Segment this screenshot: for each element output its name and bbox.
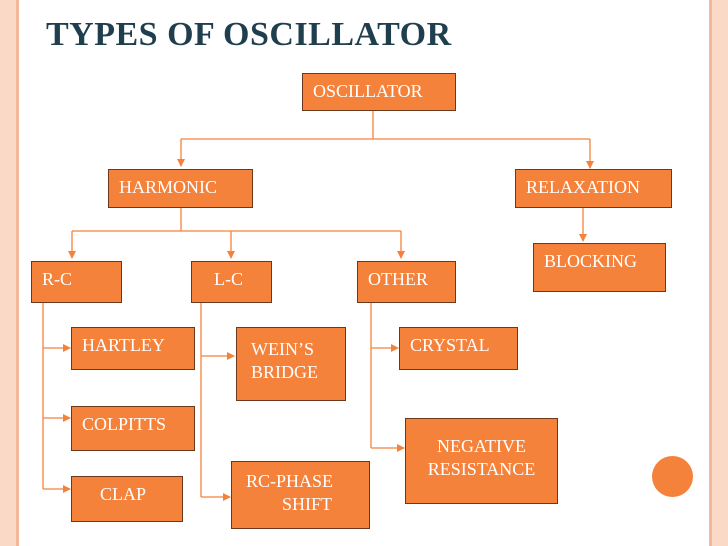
node-negres-line2: RESISTANCE bbox=[427, 459, 536, 479]
node-blocking: BLOCKING bbox=[533, 243, 666, 292]
node-other: OTHER bbox=[357, 261, 456, 303]
node-other-label: OTHER bbox=[368, 269, 428, 289]
node-weins-line1: WEIN’S bbox=[251, 339, 314, 359]
node-rc: R-C bbox=[31, 261, 122, 303]
node-relaxation-label: RELAXATION bbox=[526, 177, 640, 197]
node-colpitts: COLPITTS bbox=[71, 406, 195, 451]
node-oscillator: OSCILLATOR bbox=[302, 73, 456, 111]
node-harmonic-label: HARMONIC bbox=[119, 177, 218, 197]
node-negative-resistance: NEGATIVE RESISTANCE bbox=[405, 418, 558, 504]
node-negres-line1: NEGATIVE bbox=[437, 436, 526, 456]
node-crystal-label: CRYSTAL bbox=[410, 335, 490, 355]
node-clap: CLAP bbox=[71, 476, 183, 522]
node-crystal: CRYSTAL bbox=[399, 327, 518, 370]
slide-title: TYPES OF OSCILLATOR bbox=[46, 16, 452, 53]
node-rc-phase-shift: RC-PHASE SHIFT bbox=[231, 461, 370, 529]
node-hartley-label: HARTLEY bbox=[82, 335, 165, 355]
node-rcphase-line1: RC-PHASE bbox=[246, 471, 334, 491]
node-rc-label: R-C bbox=[42, 269, 73, 289]
node-harmonic: HARMONIC bbox=[108, 169, 253, 208]
node-clap-label: CLAP bbox=[100, 484, 147, 504]
node-hartley: HARTLEY bbox=[71, 327, 195, 370]
decorative-circle bbox=[652, 456, 693, 497]
node-lc-label: L-C bbox=[214, 269, 243, 289]
node-weins-line2: BRIDGE bbox=[251, 362, 318, 382]
left-border-line bbox=[16, 0, 19, 546]
node-relaxation: RELAXATION bbox=[515, 169, 672, 208]
node-oscillator-label: OSCILLATOR bbox=[313, 81, 423, 101]
node-blocking-label: BLOCKING bbox=[544, 251, 637, 271]
node-lc: L-C bbox=[191, 261, 272, 303]
node-weins-bridge: WEIN’S BRIDGE bbox=[236, 327, 346, 401]
right-border-band bbox=[712, 0, 728, 546]
node-rcphase-line2: SHIFT bbox=[282, 494, 333, 514]
right-border-line bbox=[709, 0, 712, 546]
left-border-band bbox=[0, 0, 16, 546]
node-colpitts-label: COLPITTS bbox=[82, 414, 167, 434]
